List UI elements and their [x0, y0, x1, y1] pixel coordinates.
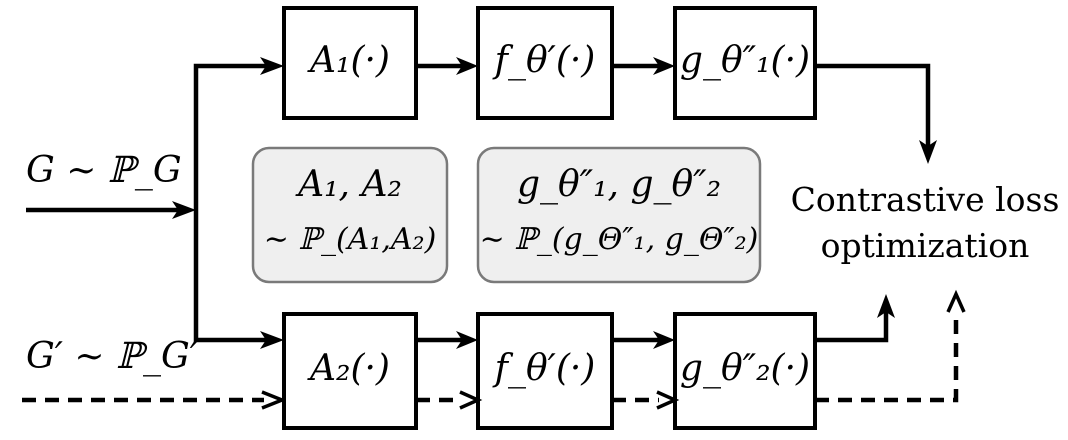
top-projector-box — [673, 6, 817, 120]
top-arrow-aug-to-encoder — [416, 57, 478, 75]
loss-label-line2: optimization — [820, 226, 1030, 265]
aug-sampling-line1: A₁, A₂ — [298, 164, 402, 205]
input-g-label: G ∼ ℙ_G — [26, 150, 182, 191]
top-arrow-projector-to-loss — [815, 63, 937, 164]
aug-sampling-box — [251, 146, 449, 284]
dashed-arrow-aug-to-encoder — [416, 390, 483, 410]
input-g-prime-label: G′ ∼ ℙ_G′ — [26, 336, 198, 377]
bottom-projector-label: g_θ″₂(·) — [679, 348, 811, 389]
dashed-arrow-projector-to-loss — [815, 289, 966, 403]
bottom-arrow-projector-to-loss — [815, 294, 895, 343]
input-g-prime-dashed-arrow — [22, 390, 287, 410]
bottom-arrow-encoder-to-projector — [612, 331, 675, 349]
top-aug-box — [282, 6, 418, 120]
loss-label-line1: Contrastive loss — [790, 180, 1060, 219]
bottom-arrow-aug-to-encoder — [416, 331, 478, 349]
aug-sampling-line2: ∼ ℙ_(A₁,A₂) — [263, 222, 437, 257]
bottom-aug-label: A₂(·) — [310, 348, 390, 389]
split-connector — [193, 57, 284, 349]
top-encoder-label: f_θ′(·) — [494, 40, 596, 81]
top-projector-label: g_θ″₁(·) — [679, 40, 811, 81]
top-aug-label: A₁(·) — [310, 40, 390, 81]
proj-sampling-line1: g_θ″₁, g_θ″₂ — [516, 164, 722, 205]
proj-sampling-box — [476, 146, 762, 284]
bottom-encoder-box — [476, 312, 614, 430]
bottom-projector-box — [673, 312, 817, 430]
bottom-aug-box — [282, 312, 418, 430]
top-arrow-encoder-to-projector — [612, 57, 675, 75]
bottom-encoder-label: f_θ′(·) — [494, 348, 596, 389]
top-encoder-box — [476, 6, 614, 120]
proj-sampling-line2: ∼ ℙ_(g_Θ″₁, g_Θ″₂) — [479, 222, 759, 257]
input-g-arrow — [26, 201, 196, 219]
dashed-arrow-encoder-to-projector — [612, 390, 680, 410]
